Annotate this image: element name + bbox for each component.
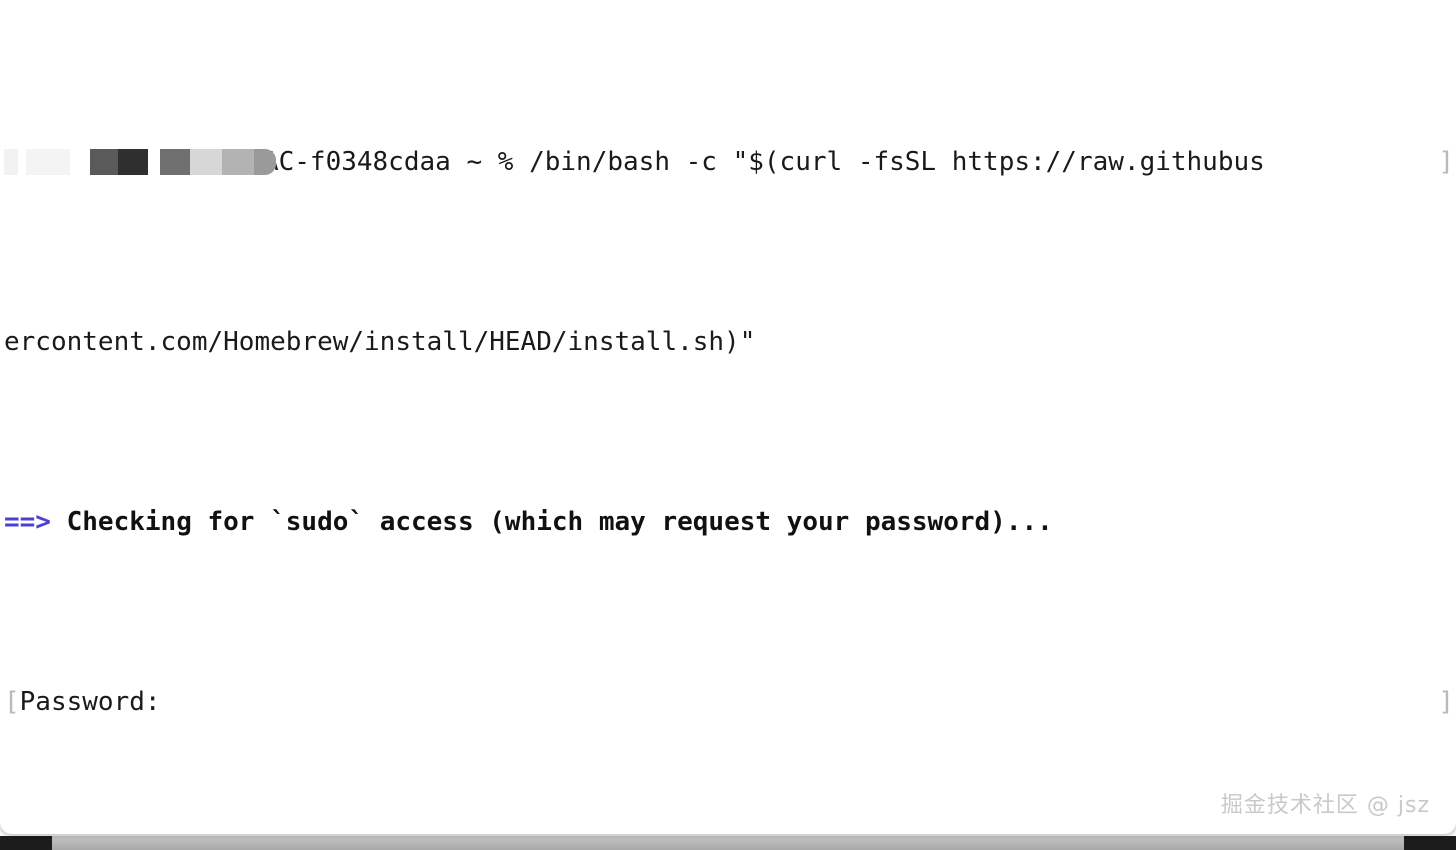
background-window-right-cap: [1404, 836, 1456, 850]
terminal-output-area[interactable]: ZBMAC-f0348cdaa ~ % /bin/bash -c "$(curl…: [0, 0, 1456, 830]
redacted-username-block: [4, 149, 276, 175]
redaction-block: [4, 149, 18, 175]
window-edge-bracket-right-top: ]: [1438, 147, 1454, 177]
sudo-check-line: ==> Checking for `sudo` access (which ma…: [0, 504, 1456, 540]
sudo-check-text: Checking for `sudo` access (which may re…: [66, 507, 1053, 537]
prompt-space-3: [513, 147, 529, 177]
redaction-block: [118, 149, 148, 175]
password-prompt-line[interactable]: [Password:]: [0, 684, 1456, 720]
redaction-block: [222, 149, 254, 175]
window-edge-bracket-left: [: [4, 687, 20, 717]
prompt-line: ZBMAC-f0348cdaa ~ % /bin/bash -c "$(curl…: [0, 144, 1456, 180]
redaction-block: [254, 149, 276, 175]
background-window-left-cap: [0, 836, 52, 850]
prompt-cwd: ~: [466, 147, 483, 177]
background-window-edge[interactable]: [0, 836, 1456, 850]
sudo-check-space: [51, 507, 67, 537]
redaction-block: [26, 149, 70, 175]
redaction-block: [90, 149, 118, 175]
prompt-command: /bin/bash -c "$(curl -fsSL https://raw.g…: [529, 147, 1265, 177]
prompt-command-wrap: ercontent.com/Homebrew/install/HEAD/inst…: [4, 327, 756, 357]
watermark: 掘金技术社区 @ jsz: [1220, 793, 1430, 818]
redaction-block: [160, 149, 190, 175]
prompt-space-2: [482, 147, 498, 177]
redaction-block: [190, 149, 222, 175]
window-edge-bracket-right: ]: [1438, 687, 1454, 717]
password-prompt-label: Password:: [19, 687, 161, 717]
arrow-marker-icon: ==>: [4, 507, 51, 537]
prompt-symbol: %: [497, 147, 514, 177]
prompt-space-1: [451, 147, 467, 177]
